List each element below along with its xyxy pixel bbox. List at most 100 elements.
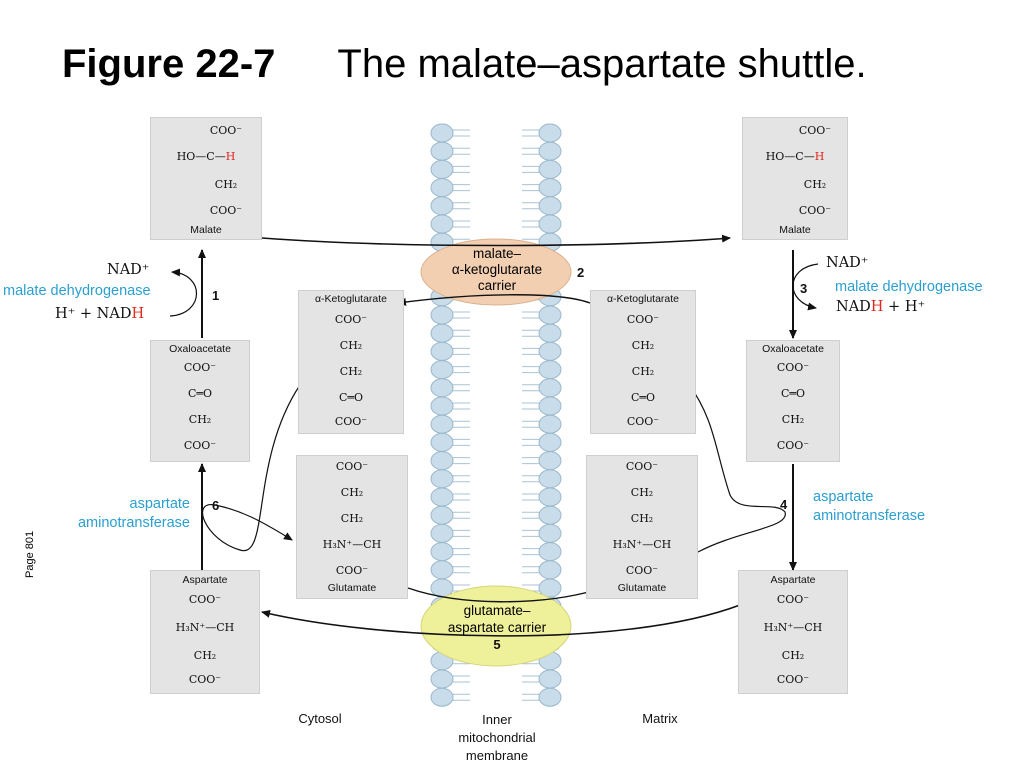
glutamate-carrier-line1: glutamate– [463, 603, 531, 618]
lipid-head [430, 178, 454, 198]
formula-line: HO—C—H [765, 150, 825, 163]
formula-line: CH₂ [781, 649, 805, 662]
formula-line: CH₂ [630, 512, 654, 525]
lipid-head [430, 523, 454, 543]
malate-carrier-line3: carrier [477, 278, 517, 293]
step1-cofactor-curve [169, 268, 197, 317]
formula-line: COO⁻ [209, 124, 243, 137]
formula-line: COO⁻ [776, 361, 810, 374]
membrane-label: Inner mitochondrial membrane [430, 711, 564, 765]
figure-number: Figure 22-7 [62, 42, 276, 86]
step1-nad: NAD⁺ [107, 262, 150, 278]
lipid-head [538, 141, 562, 161]
lipid-head [430, 323, 454, 343]
lipid-head [538, 414, 562, 434]
formula-line: COO⁻ [335, 460, 369, 473]
lipid-head [430, 687, 454, 707]
lipid-head [430, 396, 454, 416]
lipid-head [430, 669, 454, 689]
step6-enzyme-b: aminotransferase [77, 515, 190, 531]
formula-line: COO⁻ [188, 593, 222, 606]
malate-box-matrix: COO⁻ HO—C—H CH₂ COO⁻ Malate [742, 117, 848, 240]
formula-line: HO—C—H [176, 150, 236, 163]
formula-line: H₃N⁺—CH [322, 538, 382, 551]
lipid-head [538, 378, 562, 398]
step3-cofactor-curve [792, 263, 819, 311]
formula-line: C═O [780, 387, 806, 400]
lipid-head [538, 542, 562, 562]
cytosol-label: Cytosol [298, 711, 342, 726]
malate-carrier-line2: α-ketoglutarate [451, 262, 543, 277]
formula-line: C═O [187, 387, 213, 400]
formula-line: COO⁻ [798, 204, 832, 217]
malate-transport-arrow [261, 234, 731, 247]
molecule-name: Glutamate [327, 582, 377, 594]
lipid-head [430, 360, 454, 380]
aspartate-box-matrix: Aspartate COO⁻ H₃N⁺—CH CH₂ COO⁻ [738, 570, 848, 694]
lipid-head [430, 414, 454, 434]
step3-nadh: NADH + H⁺ [836, 299, 925, 315]
step1-nadh-text: H⁺ + NAD [55, 306, 132, 322]
ketoglutarate-transport-arrow [397, 294, 591, 306]
ketoglutarate-box-cytosol: α-Ketoglutarate COO⁻ CH₂ CH₂ C═O COO⁻ [298, 290, 404, 434]
formula-line: COO⁻ [798, 124, 832, 137]
membrane-label-line1: Inner [482, 712, 512, 727]
lipid-head [430, 159, 454, 179]
glutamate-transport-arrow [407, 587, 597, 603]
formula-line: H₃N⁺—CH [763, 621, 823, 634]
step3-nad: NAD⁺ [826, 255, 869, 271]
molecule-name: Malate [779, 224, 811, 236]
formula-line: CH₂ [188, 413, 212, 426]
formula-line: COO⁻ [776, 673, 810, 686]
lipid-head [538, 669, 562, 689]
lipid-head [430, 505, 454, 525]
step4-loop [687, 382, 786, 553]
membrane-label-line3: membrane [465, 748, 529, 763]
formula-line: COO⁻ [188, 673, 222, 686]
lipid-head [430, 487, 454, 507]
molecule-name: Aspartate [770, 574, 816, 586]
step5-number: 5 [493, 637, 501, 652]
lipid-head [538, 505, 562, 525]
formula-line: COO⁻ [183, 439, 217, 452]
lipid-head [538, 305, 562, 325]
molecule-name: Oxaloacetate [762, 343, 824, 355]
step3-hplus: + H⁺ [883, 299, 926, 315]
step1-number: 1 [212, 288, 220, 303]
lipid-head [538, 159, 562, 179]
lipid-head [538, 560, 562, 580]
step2-number: 2 [577, 265, 585, 280]
formula-line: CH₂ [193, 649, 217, 662]
lipid-head [430, 305, 454, 325]
glutamate-carrier-shape [420, 585, 572, 667]
formula-line: COO⁻ [334, 313, 368, 326]
step3-nadh-h: H [870, 299, 884, 315]
formula-line: CH₂ [340, 512, 364, 525]
molecule-name: α-Ketoglutarate [606, 293, 680, 305]
lipid-head [538, 523, 562, 543]
lipid-head [538, 687, 562, 707]
lipid-head [538, 323, 562, 343]
malate-carrier-shape [420, 238, 572, 306]
lipid-head [538, 432, 562, 452]
lipid-head [430, 196, 454, 216]
lipid-head [430, 378, 454, 398]
lipid-head [538, 451, 562, 471]
aspartate-box-cytosol: Aspartate COO⁻ H₃N⁺—CH CH₂ COO⁻ [150, 570, 260, 694]
formula-line: H₃N⁺—CH [612, 538, 672, 551]
lipid-head [538, 123, 562, 143]
molecule-name: Aspartate [182, 574, 228, 586]
matrix-label: Matrix [642, 711, 678, 726]
lipid-head [538, 178, 562, 198]
glutamate-box-matrix: COO⁻ CH₂ CH₂ H₃N⁺—CH COO⁻ Glutamate [586, 455, 698, 599]
lipid-head [430, 123, 454, 143]
lipid-head [538, 214, 562, 234]
oxaloacetate-box-cytosol: Oxaloacetate COO⁻ C═O CH₂ COO⁻ [150, 340, 250, 462]
formula-line: COO⁻ [334, 415, 368, 428]
lipid-head [538, 360, 562, 380]
formula-line: CH₂ [630, 486, 654, 499]
lipid-head [430, 341, 454, 361]
lipid-head [430, 560, 454, 580]
